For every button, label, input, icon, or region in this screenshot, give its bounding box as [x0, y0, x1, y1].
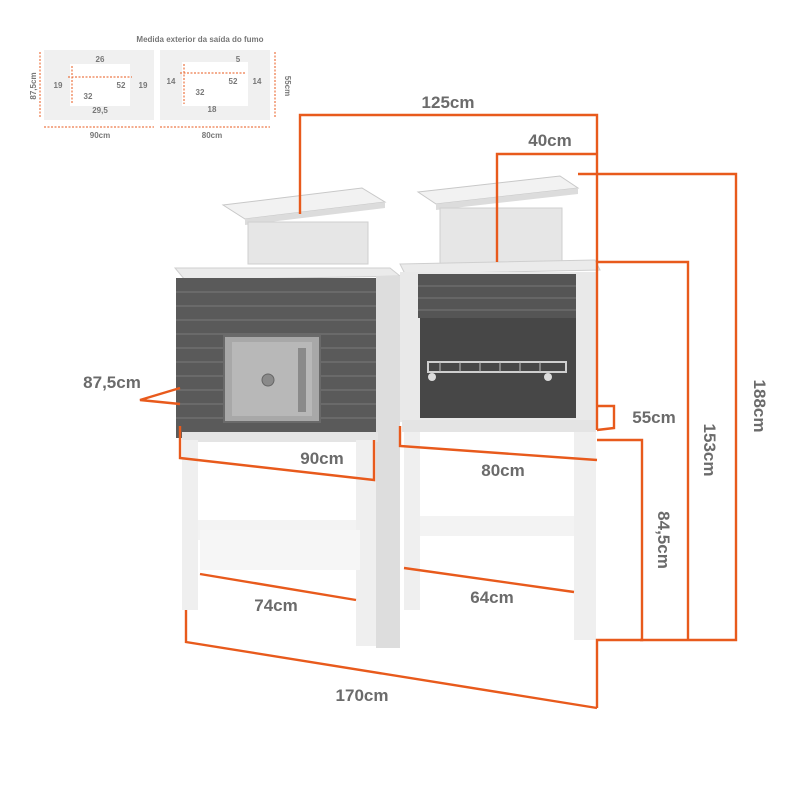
- dim-line-chimney: [495, 152, 597, 262]
- inset-right-left: 14: [167, 77, 176, 86]
- inset-left-side: 87,5cm: [29, 72, 38, 99]
- bbq-leg-right: [574, 432, 596, 640]
- dim-line-total-top: [298, 113, 599, 430]
- inset-right-width: 80cm: [202, 131, 222, 140]
- dim-line-height-counter: [595, 438, 644, 708]
- inset-left-top: 26: [96, 55, 105, 64]
- bbq-back-bricks: [418, 274, 576, 318]
- label-height-total: 188cm: [750, 380, 769, 433]
- bbq-grill: [427, 361, 567, 373]
- dimension-lines: [139, 113, 738, 710]
- inset-left-inner-bottom: 32: [84, 92, 93, 101]
- inset-right-inner-right: 52: [229, 77, 238, 86]
- bbq-unit: [399, 175, 601, 640]
- label-oven-leg-span: 74cm: [254, 596, 297, 615]
- dim-line-oven-depth: [139, 386, 181, 406]
- oven-lower-frame: [200, 530, 360, 570]
- oven-leg-right: [356, 440, 376, 646]
- bbq-grill-knob-right: [544, 373, 552, 381]
- label-total-width: 170cm: [336, 686, 389, 705]
- bbq-chimney-cap-edge: [436, 188, 578, 210]
- label-bbq-depth: 55cm: [632, 408, 675, 427]
- label-height-mid: 153cm: [700, 424, 719, 477]
- oven-chimney-cap-edge: [245, 202, 385, 225]
- bbq-grill-bars: [439, 362, 541, 372]
- bbq-top-slab: [399, 259, 601, 275]
- label-chimney-width: 40cm: [528, 131, 571, 150]
- bbq-chimney: [439, 207, 563, 265]
- inset-right-top: 5: [236, 55, 241, 64]
- inset-right-inner-bottom: 32: [196, 88, 205, 97]
- inset-left-inner-right: 52: [117, 81, 126, 90]
- dim-line-bbq-depth: [596, 404, 616, 432]
- inset-right: 5 14 14 52 32 18 80cm 55cm: [160, 50, 292, 140]
- inset-left-left: 19: [54, 81, 63, 90]
- dim-line-bbq-width: [398, 426, 598, 462]
- dim-line-bbq-legs: [403, 566, 575, 594]
- inset-right-side: 55cm: [283, 76, 292, 96]
- inset-right-opening: [182, 62, 248, 106]
- label-bbq-leg-span: 64cm: [470, 588, 513, 607]
- inset-right-right: 14: [253, 77, 262, 86]
- dim-line-total-width: [184, 610, 598, 710]
- inset-right-bottom: 18: [208, 105, 217, 114]
- oven-leg-left: [182, 440, 198, 610]
- smoke-outlet-inset: Medida exterior da saída do fumo 26 19 1…: [29, 35, 292, 140]
- dim-line-height-mid: [597, 260, 690, 640]
- label-oven-depth: 87,5cm: [83, 373, 141, 392]
- oven-door-handle: [298, 348, 306, 412]
- bbq-brick-pattern: [418, 285, 576, 311]
- label-bbq-width: 80cm: [481, 461, 524, 480]
- label-total-top: 125cm: [422, 93, 475, 112]
- oven-unit: [173, 187, 402, 648]
- bbq-grill-knob-left: [428, 373, 436, 381]
- inset-title: Medida exterior da saída do fumo: [136, 35, 263, 44]
- oven-side-wall: [376, 276, 400, 648]
- label-height-counter: 84,5cm: [654, 511, 673, 569]
- dim-line-oven-width: [178, 426, 376, 482]
- bbq-leg-left: [404, 432, 420, 610]
- dimension-labels: 125cm 40cm 87,5cm 55cm 90cm 80cm 84,5cm …: [83, 93, 769, 705]
- dim-line-oven-legs: [199, 572, 357, 602]
- label-oven-width: 90cm: [300, 449, 343, 468]
- bbq-shelf: [420, 516, 576, 536]
- inset-left: 26 19 19 52 32 29,5 90cm 87,5cm: [29, 50, 154, 140]
- oven-door-knob: [261, 373, 275, 387]
- inset-left-right: 19: [139, 81, 148, 90]
- oven-counter: [182, 432, 378, 442]
- oven-chimney: [247, 221, 369, 265]
- inset-left-opening: [70, 64, 130, 106]
- bbq-firebox: [420, 318, 576, 418]
- bbq-counter: [402, 420, 596, 432]
- inset-left-bottom: 29,5: [92, 106, 108, 115]
- inset-left-width: 90cm: [90, 131, 110, 140]
